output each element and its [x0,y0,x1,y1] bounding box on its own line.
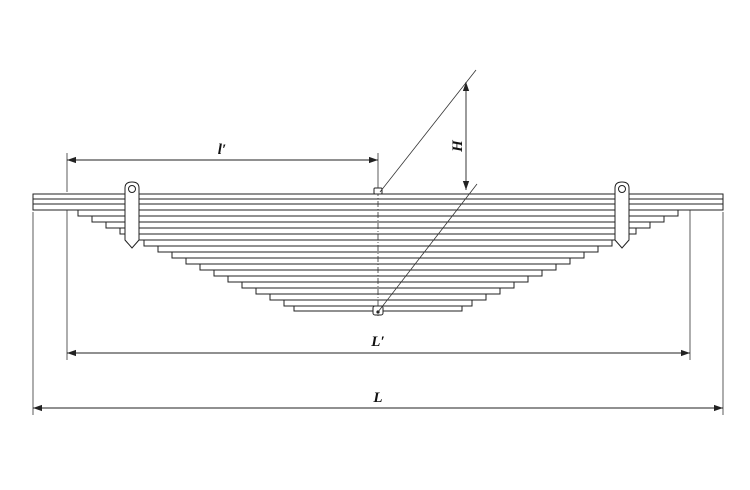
l-prime-small-dimension: l′ [66,142,379,192]
h-dimension: H [377,69,478,313]
label-l-prime: L′ [370,334,384,350]
label-h: H [450,139,466,153]
right-eye-clip [614,181,630,249]
label-small-l: l′ [218,142,226,158]
left-eye-clip [124,181,140,249]
l-prime-dimension: L′ [66,210,691,360]
label-l: L [372,390,382,406]
l-dimension: L [32,212,724,415]
